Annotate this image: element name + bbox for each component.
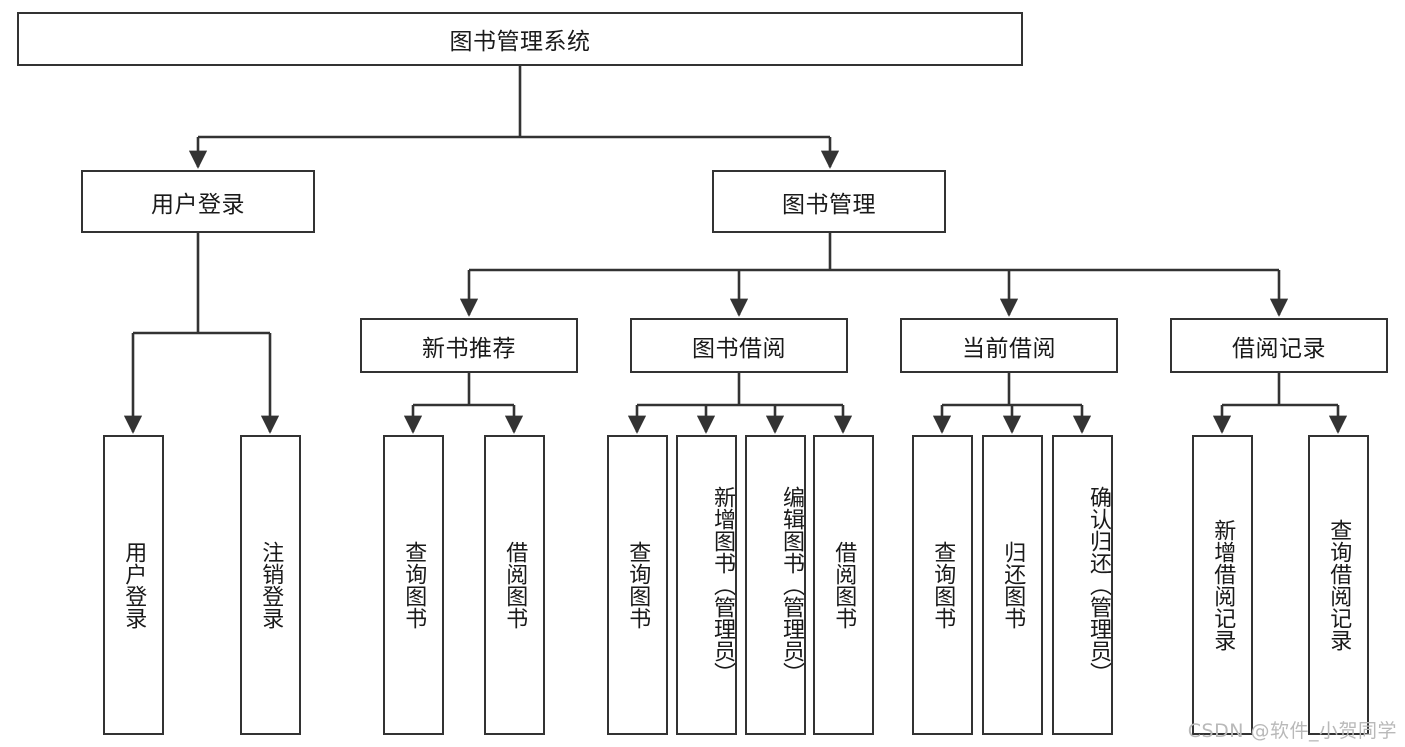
leaf-recommend-query-book[interactable]: 查询图书: [383, 435, 444, 735]
leaf-current-confirm-return-admin[interactable]: 确认归还（管理员）: [1052, 435, 1113, 735]
watermark-text: CSDN @软件_小贺同学: [1187, 720, 1397, 742]
node-current-borrow[interactable]: 当前借阅: [900, 318, 1118, 373]
node-root-system[interactable]: 图书管理系统: [17, 12, 1023, 66]
leaf-record-add-record[interactable]: 新增借阅记录: [1192, 435, 1253, 735]
node-user-login[interactable]: 用户登录: [81, 170, 315, 233]
leaf-recommend-borrow-book[interactable]: 借阅图书: [484, 435, 545, 735]
leaf-user-logout[interactable]: 注销登录: [240, 435, 301, 735]
leaf-user-login[interactable]: 用户登录: [103, 435, 164, 735]
leaf-borrow-add-book-admin[interactable]: 新增图书（管理员）: [676, 435, 737, 735]
leaf-current-query-book[interactable]: 查询图书: [912, 435, 973, 735]
leaf-current-return-book[interactable]: 归还图书: [982, 435, 1043, 735]
leaf-borrow-query-book[interactable]: 查询图书: [607, 435, 668, 735]
leaf-borrow-borrow-book[interactable]: 借阅图书: [813, 435, 874, 735]
node-book-borrow[interactable]: 图书借阅: [630, 318, 848, 373]
node-book-management[interactable]: 图书管理: [712, 170, 946, 233]
leaf-record-query-record[interactable]: 查询借阅记录: [1308, 435, 1369, 735]
node-new-book-recommend[interactable]: 新书推荐: [360, 318, 578, 373]
node-borrow-record[interactable]: 借阅记录: [1170, 318, 1388, 373]
leaf-borrow-edit-book-admin[interactable]: 编辑图书（管理员）: [745, 435, 806, 735]
